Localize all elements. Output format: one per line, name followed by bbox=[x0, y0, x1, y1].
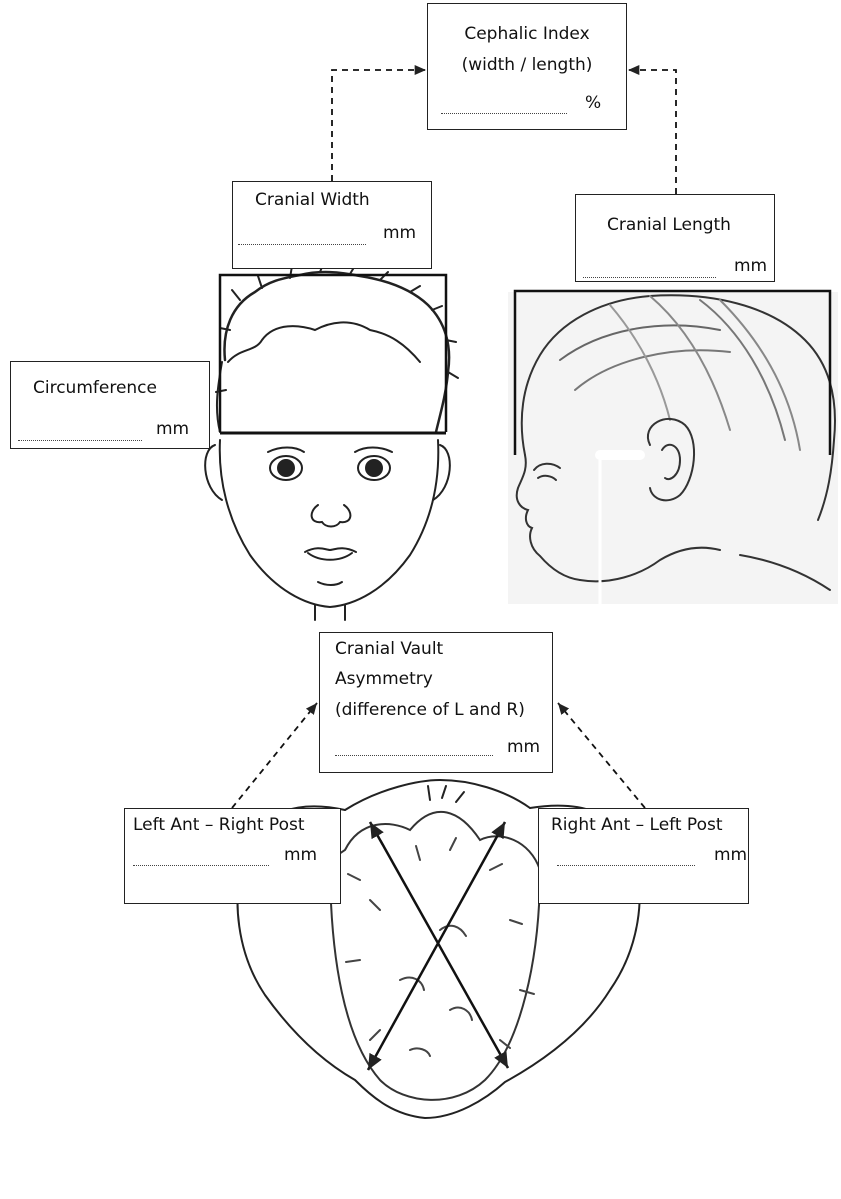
vault-asymmetry-box: Cranial Vault Asymmetry (difference of L… bbox=[319, 632, 553, 773]
cranial-length-entry-line[interactable] bbox=[583, 277, 716, 278]
cephalic-index-unit: % bbox=[585, 93, 601, 113]
left-ant-right-post-diagonal bbox=[368, 822, 505, 1070]
side-head-illustration bbox=[508, 292, 838, 604]
vault-asymmetry-title: Cranial Vault bbox=[335, 639, 443, 659]
cranial-width-to-cephalic-connector bbox=[332, 70, 426, 181]
vault-asymmetry-title-line2: Asymmetry bbox=[335, 669, 433, 689]
vault-asymmetry-subtitle: (difference of L and R) bbox=[335, 700, 525, 720]
cranial-width-unit: mm bbox=[383, 223, 416, 243]
right-diagonal-to-asymmetry-connector bbox=[558, 703, 645, 808]
right-ant-left-post-entry-line[interactable] bbox=[557, 865, 695, 866]
left-ant-right-post-unit: mm bbox=[284, 845, 317, 865]
cranial-width-entry-line[interactable] bbox=[238, 244, 366, 245]
right-ant-left-post-label: Right Ant – Left Post bbox=[551, 815, 723, 835]
cephalic-index-subtitle: (width / length) bbox=[428, 55, 626, 75]
vault-asymmetry-unit: mm bbox=[507, 737, 540, 757]
left-ant-right-post-entry-line[interactable] bbox=[133, 865, 269, 866]
left-ant-right-post-label: Left Ant – Right Post bbox=[133, 815, 305, 835]
vault-asymmetry-entry-line[interactable] bbox=[335, 755, 493, 756]
circumference-label: Circumference bbox=[33, 378, 157, 398]
cephalic-index-title: Cephalic Index bbox=[428, 24, 626, 44]
cephalic-index-box: Cephalic Index (width / length) % bbox=[427, 3, 627, 130]
left-ant-right-post-box: Left Ant – Right Post mm bbox=[124, 808, 341, 904]
cranial-length-label: Cranial Length bbox=[607, 215, 731, 235]
circumference-entry-line[interactable] bbox=[18, 440, 142, 441]
cranial-width-box: Cranial Width mm bbox=[232, 181, 432, 269]
right-ant-left-post-unit: mm bbox=[714, 845, 747, 865]
cranial-length-unit: mm bbox=[734, 256, 767, 276]
left-diagonal-to-asymmetry-connector bbox=[232, 703, 317, 808]
cranial-width-label: Cranial Width bbox=[255, 190, 370, 210]
circumference-unit: mm bbox=[156, 419, 189, 439]
cephalic-index-entry-line[interactable] bbox=[441, 113, 567, 114]
right-ant-left-post-box: Right Ant – Left Post mm bbox=[538, 808, 749, 904]
cranial-length-to-cephalic-connector bbox=[628, 70, 676, 194]
circumference-box: Circumference mm bbox=[10, 361, 210, 449]
front-face-illustration bbox=[205, 262, 458, 620]
cranial-length-box: Cranial Length mm bbox=[575, 194, 775, 282]
